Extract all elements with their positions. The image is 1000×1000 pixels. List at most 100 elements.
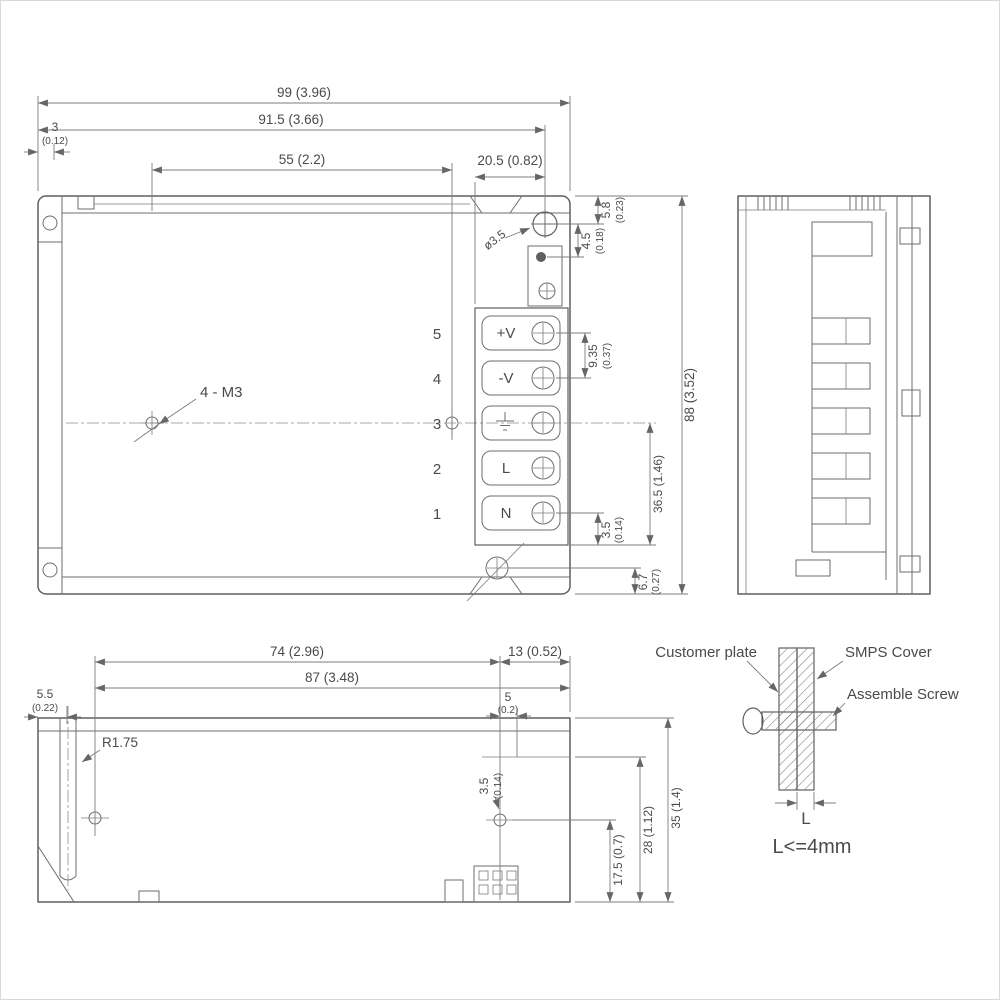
dim-4-5: 4.5 (0.18) (574, 224, 606, 257)
svg-text:20.5 (0.82): 20.5 (0.82) (477, 153, 542, 168)
dim-l: L (775, 792, 836, 828)
svg-text:(0.2): (0.2) (498, 705, 519, 716)
terminal-row: L 2 (433, 450, 561, 486)
bottom-case-outline (37, 717, 571, 903)
terminal-screw (531, 366, 555, 390)
terminal-label-neutral: N (501, 505, 512, 522)
label-assemble-screw: Assemble Screw (832, 686, 959, 717)
top-view: +V 5 -V 4 (24, 85, 697, 602)
svg-text:88 (3.52): 88 (3.52) (682, 368, 697, 422)
terminal-screw (531, 501, 555, 525)
svg-text:(0.23): (0.23) (615, 197, 626, 223)
left-slot (59, 706, 77, 890)
m3-mounting-hole: 4 - M3 (133, 384, 243, 443)
label-smps-cover: SMPS Cover (816, 644, 932, 680)
svg-text:Assemble Screw: Assemble Screw (847, 686, 959, 703)
label-4-m3: 4 - M3 (200, 384, 243, 401)
svg-text:Customer plate: Customer plate (655, 644, 757, 661)
svg-text:5.8: 5.8 (599, 201, 613, 218)
ground-stud (536, 252, 546, 262)
svg-text:28 (1.12): 28 (1.12) (641, 806, 655, 854)
svg-text:99 (3.96): 99 (3.96) (277, 85, 331, 100)
svg-text:5: 5 (505, 690, 512, 704)
dim-91-5: 91.5 (3.66) (38, 112, 545, 134)
terminal-screw (531, 411, 555, 435)
corner-chamfer (37, 845, 75, 903)
svg-text:(0.14): (0.14) (614, 517, 625, 543)
terminal-block: +V 5 -V 4 (433, 307, 569, 546)
svg-text:36.5 (1.46): 36.5 (1.46) (651, 455, 665, 513)
assemble-screw-section (742, 707, 837, 735)
dim-13: 13 (0.52) (500, 644, 570, 666)
dimensions-bottom-view: 74 (2.96) 13 (0.52) 87 (3.48) 5.5 (0.22) (24, 644, 683, 903)
label-radius: R1.75 (81, 735, 138, 763)
svg-text:55 (2.2): 55 (2.2) (279, 152, 326, 167)
svg-text:35 (1.4): 35 (1.4) (669, 787, 683, 828)
bottom-edge-details (138, 865, 519, 903)
dim-3-5-terminal: 3.5 (0.14) (594, 513, 625, 545)
corner-screw-assembly (527, 210, 563, 307)
vent-slots-left (757, 196, 789, 210)
dim-5: 5 (0.2) (486, 690, 531, 720)
dim-20-5: 20.5 (0.82) (475, 153, 545, 181)
svg-text:5.5: 5.5 (37, 687, 54, 701)
terminal-number-3: 3 (433, 416, 441, 433)
svg-text:(0.12): (0.12) (42, 136, 68, 147)
dim-6-7: 6.7 (0.27) (631, 568, 662, 595)
dim-3: 3 (0.12) (24, 120, 70, 156)
dim-9-35: 9.35 (0.37) (581, 333, 613, 378)
svg-text:L: L (801, 809, 810, 828)
earth-ground-icon (496, 412, 514, 431)
svg-text:SMPS Cover: SMPS Cover (845, 644, 932, 661)
connector-block (473, 865, 519, 903)
dim-35: 35 (1.4) (664, 718, 683, 902)
terminal-number-1: 1 (433, 506, 441, 523)
dim-88: 88 (3.52) (678, 196, 697, 594)
svg-text:13 (0.52): 13 (0.52) (508, 644, 562, 659)
bottom-trapezoid-notch (469, 576, 523, 595)
svg-text:ø3.5: ø3.5 (481, 227, 509, 253)
assembly-detail: Customer plate SMPS Cover Assemble Screw… (655, 644, 959, 858)
top-trapezoid-notch (469, 195, 523, 214)
svg-text:3.5: 3.5 (477, 777, 491, 794)
terminal-screw (531, 456, 555, 480)
svg-text:74 (2.96): 74 (2.96) (270, 644, 324, 659)
l-constraint-note: L<=4mm (773, 836, 852, 858)
mounting-ear-hole-top (42, 215, 58, 231)
svg-text:3: 3 (52, 120, 59, 134)
dim-74: 74 (2.96) (95, 644, 500, 666)
vent-slots-right (849, 196, 881, 210)
svg-text:(0.14): (0.14) (493, 773, 504, 799)
bottom-screw (466, 542, 525, 602)
svg-text:(0.27): (0.27) (651, 569, 662, 595)
screw-head (742, 707, 764, 735)
terminal-label-line: L (502, 460, 510, 477)
svg-text:9.35: 9.35 (586, 344, 600, 368)
dim-55: 55 (2.2) (152, 152, 452, 174)
dim-17-5: 17.5 (0.7) (606, 820, 625, 902)
terminal-number-5: 5 (433, 326, 441, 343)
case-outline (37, 195, 571, 595)
terminal-screw (531, 321, 555, 345)
mounting-ear-hole-bottom (42, 562, 58, 578)
dim-28: 28 (1.12) (636, 757, 655, 902)
terminal-row: 3 (433, 405, 561, 441)
terminal-block-profile (795, 221, 886, 577)
side-view (737, 195, 931, 595)
dim-5-8: 5.8 (0.23) (594, 196, 626, 224)
bottom-view: R1.75 74 (2.96) 13 (0.52) (24, 644, 683, 903)
dimensions-top-view: 99 (3.96) 91.5 (3.66) 3 (0.12) 55 (2.2) (24, 85, 697, 595)
svg-text:87 (3.48): 87 (3.48) (305, 670, 359, 685)
svg-text:4.5: 4.5 (579, 232, 593, 249)
side-case-outline (737, 195, 931, 595)
top-notch (77, 196, 95, 210)
svg-text:17.5 (0.7): 17.5 (0.7) (611, 834, 625, 885)
svg-text:6.7: 6.7 (636, 573, 650, 590)
label-screw-diameter: ø3.5 (481, 227, 531, 253)
terminal-number-2: 2 (433, 461, 441, 478)
svg-text:91.5 (3.66): 91.5 (3.66) (258, 112, 323, 127)
svg-text:3.5: 3.5 (599, 521, 613, 538)
terminal-row: N 1 (433, 495, 561, 531)
